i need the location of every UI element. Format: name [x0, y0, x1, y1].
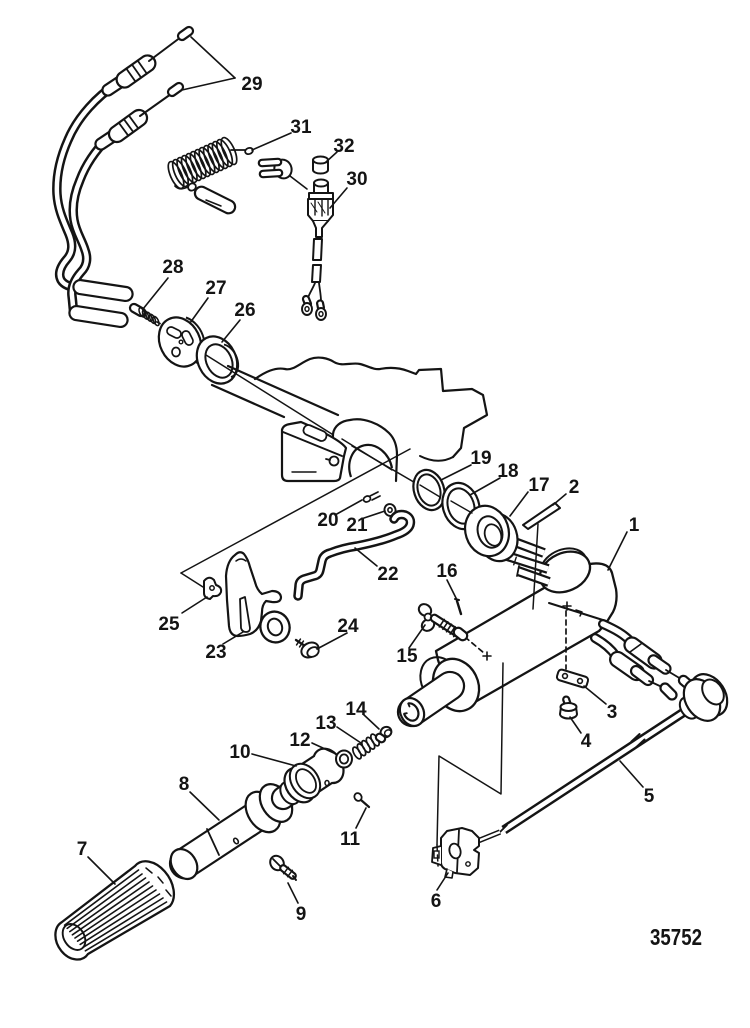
svg-text:13: 13 [315, 713, 336, 734]
svg-text:26: 26 [234, 300, 255, 321]
svg-text:19: 19 [470, 448, 491, 469]
svg-text:32: 32 [333, 136, 354, 157]
svg-text:35752: 35752 [650, 924, 702, 950]
svg-text:29: 29 [241, 74, 262, 95]
svg-text:30: 30 [346, 169, 367, 190]
svg-text:9: 9 [296, 904, 307, 925]
svg-text:10: 10 [229, 742, 250, 763]
svg-text:22: 22 [377, 564, 398, 585]
svg-text:14: 14 [345, 699, 367, 720]
svg-text:15: 15 [396, 646, 418, 667]
svg-text:23: 23 [205, 642, 226, 663]
svg-text:2: 2 [569, 477, 580, 498]
svg-text:24: 24 [337, 616, 359, 637]
svg-text:3: 3 [607, 702, 618, 723]
svg-text:4: 4 [581, 731, 592, 752]
svg-text:28: 28 [162, 257, 183, 278]
svg-text:5: 5 [644, 786, 655, 807]
svg-text:8: 8 [179, 774, 190, 795]
svg-text:16: 16 [436, 561, 457, 582]
svg-text:20: 20 [317, 510, 338, 531]
svg-text:11: 11 [340, 829, 361, 850]
svg-text:6: 6 [431, 891, 442, 912]
svg-text:21: 21 [346, 515, 368, 536]
svg-text:27: 27 [205, 278, 226, 299]
svg-text:7: 7 [77, 839, 88, 860]
svg-text:31: 31 [290, 117, 312, 138]
svg-text:18: 18 [497, 461, 518, 482]
svg-text:12: 12 [289, 730, 310, 751]
svg-text:17: 17 [528, 475, 549, 496]
svg-text:25: 25 [158, 614, 180, 635]
svg-text:1: 1 [629, 515, 640, 536]
